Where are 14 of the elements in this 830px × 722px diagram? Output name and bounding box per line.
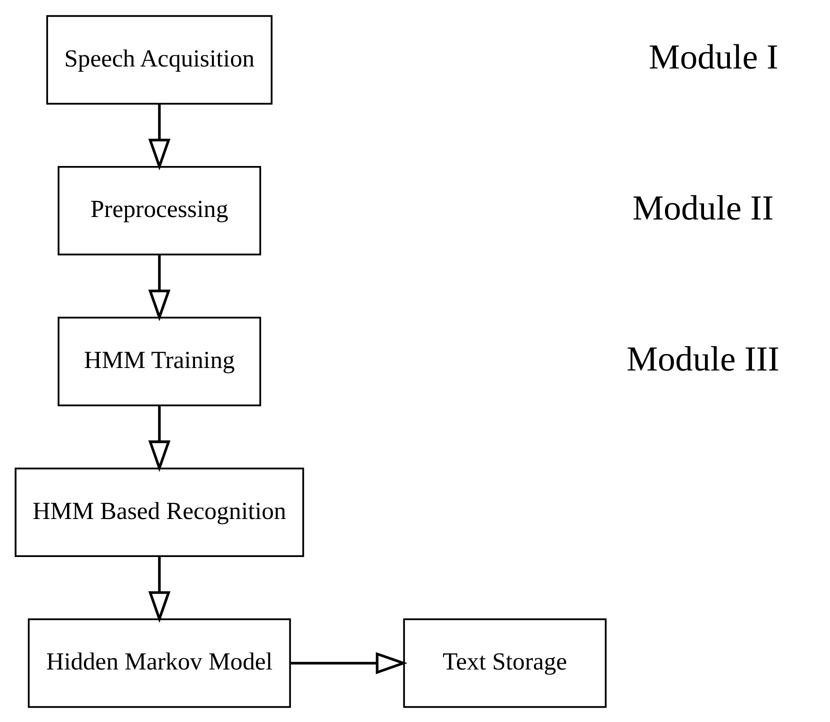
node-box: HMM Based Recognition (14, 467, 304, 557)
arrow (148, 405, 170, 472)
arrow (148, 556, 170, 622)
node-box: HMM Training (58, 316, 262, 406)
node-box: Hidden Markov Model (28, 618, 291, 708)
node-box: Preprocessing (58, 165, 262, 255)
label: Module I (648, 37, 778, 76)
node-box: Text Storage (403, 618, 607, 708)
arrow (290, 652, 408, 674)
node-box: Speech Acquisition (46, 14, 272, 104)
label: Module III (626, 338, 780, 378)
arrow (148, 104, 170, 170)
arrow (148, 254, 170, 321)
label: Module II (632, 188, 774, 227)
